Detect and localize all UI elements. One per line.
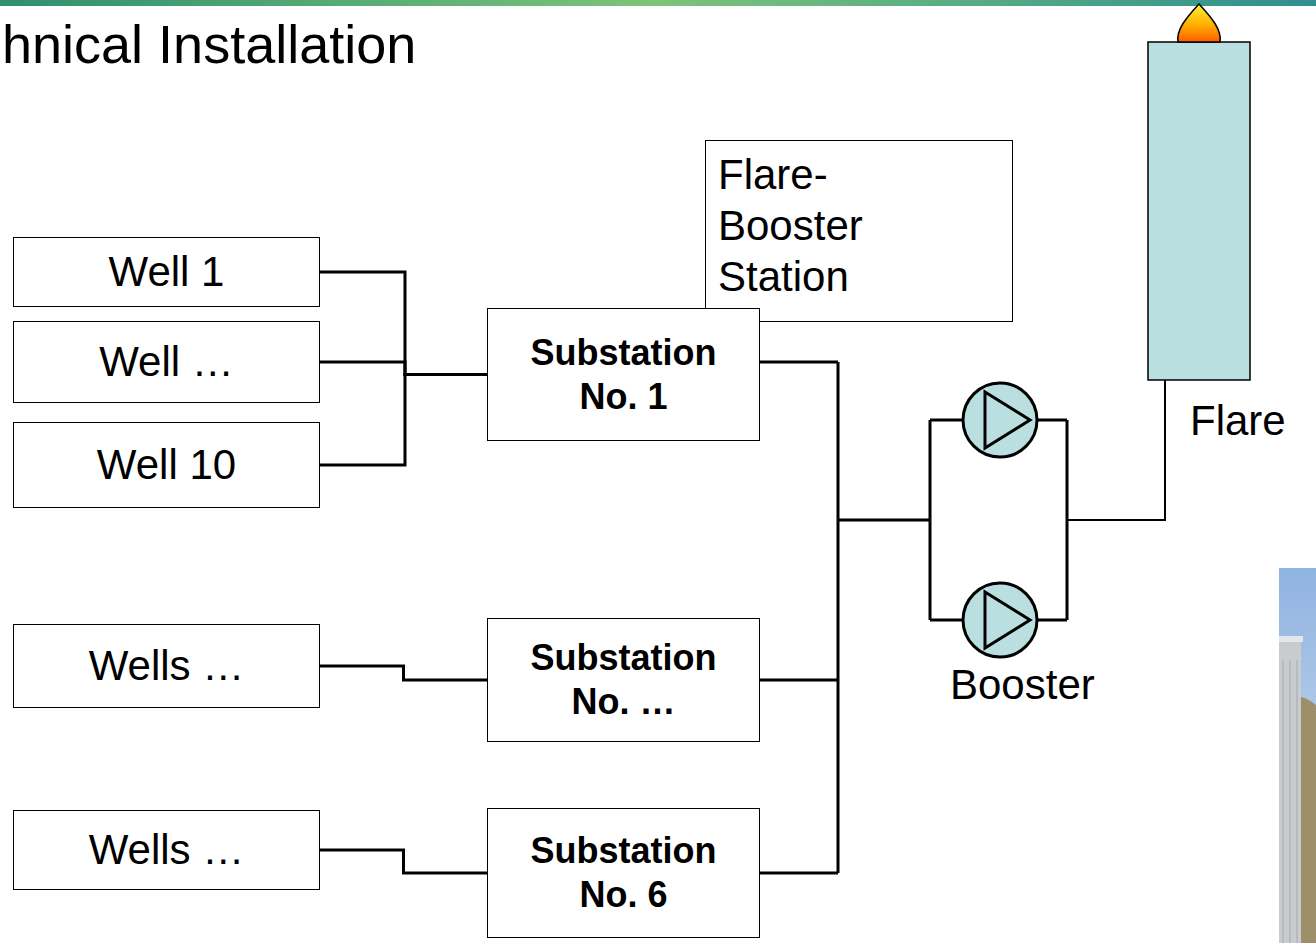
well-box: Wells … — [13, 810, 320, 890]
station-label: Flare-Booster Station — [718, 149, 918, 303]
flare-pipe — [1067, 380, 1165, 520]
header-band — [0, 0, 1316, 6]
pump-symbol — [963, 583, 1037, 657]
pipe-connector — [320, 362, 487, 375]
site-photo — [1279, 568, 1316, 943]
substation-label: Substation No. 1 — [509, 331, 739, 419]
pump-symbol — [985, 392, 1030, 448]
substation-box: Substation No. … — [487, 618, 760, 742]
substation-box: Substation No. 1 — [487, 308, 760, 441]
well-label: Well 10 — [97, 439, 236, 490]
well-box: Well 1 — [13, 237, 320, 307]
page-title: hnical Installation — [2, 12, 416, 76]
substation-box: Substation No. 6 — [487, 808, 760, 938]
substation-label: Substation No. 6 — [509, 829, 739, 917]
pipe-connector — [320, 375, 487, 466]
pipe-connector — [320, 666, 487, 680]
well-label: Well … — [99, 336, 234, 387]
flare-label: Flare — [1190, 396, 1286, 446]
substation-label: Substation No. … — [509, 636, 739, 724]
pump-symbol — [985, 592, 1030, 648]
flare-stack — [1148, 42, 1250, 380]
booster-label: Booster — [950, 660, 1095, 710]
well-label: Wells … — [89, 640, 245, 691]
well-box: Well … — [13, 321, 320, 403]
pump-symbol — [963, 383, 1037, 457]
well-label: Wells … — [89, 824, 245, 875]
collector-pipe — [760, 362, 1067, 873]
well-box: Wells … — [13, 624, 320, 708]
pipe-connector — [320, 850, 487, 873]
station-box: Flare-Booster Station — [705, 140, 1013, 322]
well-label: Well 1 — [109, 246, 225, 297]
flare-flame — [1178, 4, 1221, 42]
pipe-connector — [320, 272, 487, 375]
well-box: Well 10 — [13, 422, 320, 508]
